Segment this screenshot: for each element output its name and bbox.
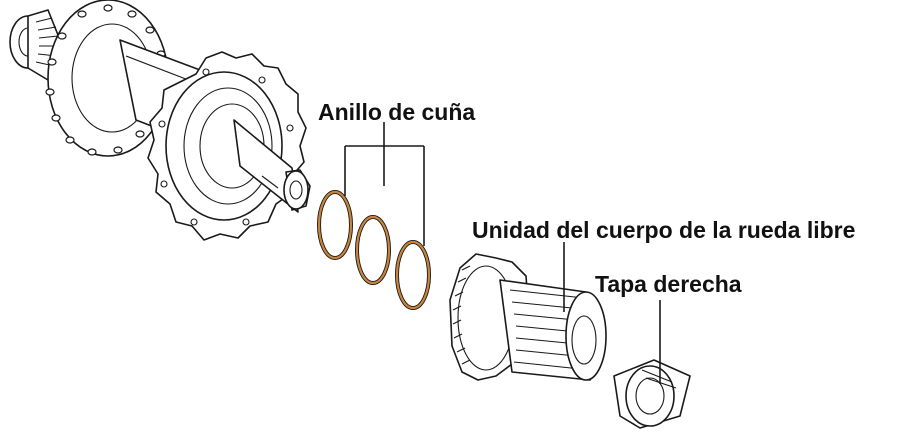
label-wedge-ring: Anillo de cuña [318, 99, 475, 125]
hub-body [9, 0, 311, 241]
wedge-rings [317, 190, 431, 310]
wedge-ring-2 [355, 215, 391, 285]
wedge-ring-1 [317, 190, 353, 260]
leader-wedge-ring [344, 122, 425, 246]
label-right-cap: Tapa derecha [595, 271, 742, 297]
right-end-cap [613, 359, 691, 429]
wedge-ring-3 [395, 240, 431, 310]
label-freewheel-body: Unidad del cuerpo de la rueda libre [472, 217, 855, 243]
freewheel-body-unit [449, 253, 607, 381]
